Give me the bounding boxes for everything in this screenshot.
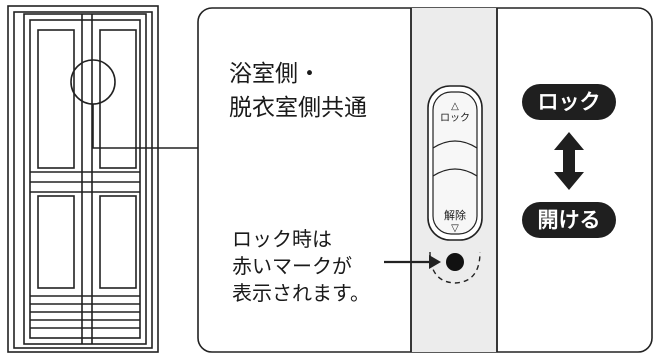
- lock-button-label: ロック: [440, 112, 470, 124]
- leader-line: [92, 104, 208, 149]
- lock-badge-label: ロック: [538, 90, 601, 114]
- red-mark-indicator: [446, 253, 464, 271]
- note-line1: ロック時は: [232, 227, 332, 251]
- magnify-circle: [70, 59, 116, 105]
- double-arrow-icon: [554, 132, 584, 190]
- lock-badge: ロック: [522, 84, 616, 120]
- door-outer-frame: [7, 5, 159, 353]
- lock-button[interactable]: △ ロック: [440, 101, 470, 124]
- shared-label-line1: 浴室側・: [229, 61, 321, 87]
- lock-switch: [427, 85, 483, 241]
- arrow-down-icon: ▽: [451, 223, 459, 234]
- arrow-up-icon: △: [451, 101, 459, 112]
- door-illustration: [7, 5, 159, 353]
- release-button-label: 解除: [444, 208, 466, 222]
- open-badge-label: 開ける: [538, 208, 601, 232]
- shared-label-line2: 脱衣室側共通: [229, 95, 367, 121]
- release-button[interactable]: 解除 ▽: [444, 208, 466, 234]
- open-badge: 開ける: [522, 202, 616, 238]
- note-line2: 赤いマークが: [232, 254, 352, 278]
- note-line3: 表示されます。: [232, 281, 370, 305]
- indicator-window: [429, 251, 481, 284]
